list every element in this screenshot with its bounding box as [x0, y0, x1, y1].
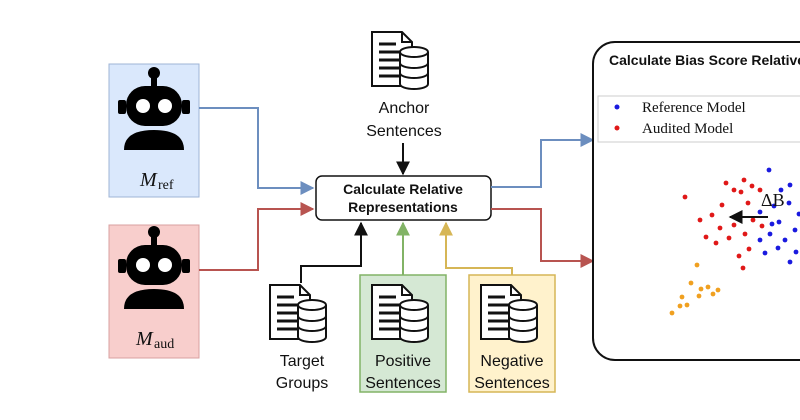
scatter-point [736, 253, 742, 259]
positive-label-line1: Positive [375, 353, 431, 370]
scatter-point [757, 187, 763, 193]
scatter-point [669, 310, 675, 316]
audited-arrow [199, 202, 315, 271]
scatter-points [669, 167, 800, 316]
scatter-point [741, 177, 747, 183]
scatter-point [742, 231, 748, 237]
anchor-label-line1: Anchor [379, 100, 430, 117]
scatter-point [731, 187, 737, 193]
scatter-point [776, 219, 782, 225]
audited-model-box: M aud [108, 224, 200, 359]
scatter-point [746, 246, 752, 252]
bias-score-panel: Calculate Bias Score Relative Reference … [592, 41, 800, 361]
scatter-point [796, 211, 800, 217]
scatter-point [787, 182, 793, 188]
scatter-point [679, 294, 685, 300]
target-groups: Target Groups [268, 283, 328, 392]
scatter-point [731, 222, 737, 228]
process-label-line2: Representations [348, 199, 458, 215]
legend-frame [597, 95, 800, 143]
negative-label-line2: Sentences [474, 375, 550, 392]
legend-dot-reference [614, 104, 620, 110]
scatter-point [745, 200, 751, 206]
scatter-point [750, 217, 756, 223]
scatter-point [793, 249, 799, 255]
output-audited-arrow [491, 208, 595, 268]
scatter-point [766, 167, 772, 173]
scatter-point [782, 237, 788, 243]
scatter-point [696, 293, 702, 299]
scatter-point [778, 187, 784, 193]
process-box-bg [315, 175, 492, 221]
anchor-sentences: Anchor Sentences [366, 30, 442, 140]
process-label-line1: Calculate Relative [343, 181, 463, 197]
anchor-label-line2: Sentences [366, 123, 442, 140]
legend-reference-label: Reference Model [642, 100, 746, 116]
scatter-point [786, 200, 792, 206]
panel-title: Calculate Bias Score Relative [609, 52, 800, 68]
calculate-relative-representations-box: Calculate Relative Representations [315, 175, 492, 221]
scatter-point [705, 284, 711, 290]
scatter-point [710, 291, 716, 297]
negative-sentences: Negative Sentences [468, 274, 556, 393]
scatter-point [688, 280, 694, 286]
negative-arrow [439, 221, 513, 275]
scatter-point [775, 245, 781, 251]
negative-label-line1: Negative [480, 353, 543, 370]
scatter-point [757, 209, 763, 215]
scatter-point [713, 240, 719, 246]
positive-label-line2: Sentences [365, 375, 441, 392]
scatter-point [759, 223, 765, 229]
scatter-point [749, 183, 755, 189]
scatter-point [771, 203, 777, 209]
legend: Reference Model Audited Model [597, 95, 800, 143]
target-label-line2: Groups [276, 375, 328, 392]
scatter-point [703, 234, 709, 240]
legend-dot-audited [614, 125, 620, 131]
scatter-point [726, 235, 732, 241]
legend-audited-label: Audited Model [642, 121, 733, 137]
scatter-point [694, 262, 700, 268]
scatter-point [723, 180, 729, 186]
target-label-line1: Target [280, 353, 325, 370]
reference-model-subscript: ref [158, 178, 174, 193]
reference-model-box: M ref [108, 63, 200, 198]
document-database-icon [268, 283, 328, 344]
reference-model-symbol: M [139, 169, 158, 191]
scatter-point [709, 212, 715, 218]
scatter-point [740, 265, 746, 271]
scatter-point [792, 227, 798, 233]
audited-model-subscript: aud [154, 337, 174, 352]
scatter-point [757, 237, 763, 243]
scatter-point [719, 202, 725, 208]
scatter-point [682, 194, 688, 200]
document-database-icon [370, 30, 430, 91]
scatter-point [767, 231, 773, 237]
positive-sentences: Positive Sentences [359, 274, 447, 393]
reference-arrow [199, 107, 315, 195]
scatter-point [684, 302, 690, 308]
scatter-point [769, 221, 775, 227]
audited-model-symbol: M [135, 328, 154, 350]
scatter-point [715, 287, 721, 293]
scatter-point [677, 303, 683, 309]
scatter-point [698, 286, 704, 292]
scatter-point [762, 250, 768, 256]
scatter-point [787, 259, 793, 265]
scatter-point [738, 189, 744, 195]
scatter-point [697, 217, 703, 223]
scatter-point [717, 225, 723, 231]
target-groups-arrow [300, 221, 368, 283]
output-reference-arrow [491, 133, 595, 188]
delta-b-label: ΔB [761, 190, 785, 210]
